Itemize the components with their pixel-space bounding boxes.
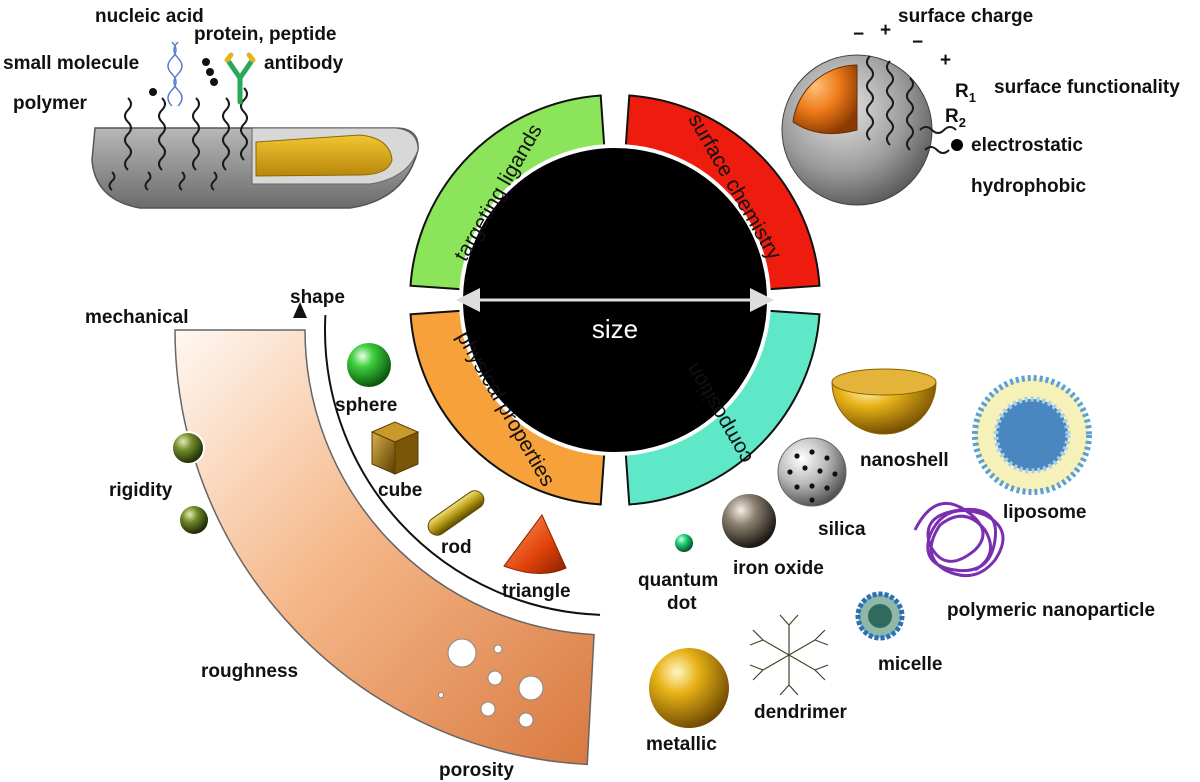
micelle-shape <box>855 591 905 641</box>
electrostatic-dot <box>951 139 963 151</box>
roughness-label: roughness <box>201 661 298 682</box>
small-molecule-label: small molecule <box>3 53 139 74</box>
size-label: size <box>592 314 638 344</box>
ligand-panel: nucleic acid protein, peptide small mole… <box>3 6 419 209</box>
nucleic-acid-strand <box>167 41 183 107</box>
sphere-shape <box>347 343 391 387</box>
porosity-label: porosity <box>439 760 514 781</box>
silica-shape <box>777 437 847 507</box>
surface-functionality-label: surface functionality <box>994 77 1180 98</box>
nucleic-acid-label: nucleic acid <box>95 6 204 27</box>
micelle-label: micelle <box>878 654 942 675</box>
triangle-label: triangle <box>502 581 571 602</box>
center-wheel: size targeting ligands surface chemistry… <box>409 94 821 506</box>
silica-label: silica <box>818 519 866 540</box>
surface-panel: surface charge − + − + R1 R2 surface fun… <box>781 6 1180 206</box>
protein-peptide-label: protein, peptide <box>194 24 337 45</box>
iron-oxide-shape <box>722 494 776 548</box>
liposome-shape <box>972 375 1092 495</box>
r2-label: R2 <box>945 106 966 130</box>
cube-shape <box>370 421 420 475</box>
polymeric-nanoparticle-shape <box>913 501 1005 578</box>
rod-shape <box>427 490 485 536</box>
slab-core <box>255 134 393 177</box>
small-molecule-dot <box>149 88 157 96</box>
polymer-brush <box>124 87 248 171</box>
peptide-dot-3 <box>210 78 218 86</box>
rod-label: rod <box>441 537 472 558</box>
shape-arc-line <box>324 315 601 616</box>
hydrophobic-label: hydrophobic <box>971 176 1086 197</box>
quantum-dot-shape <box>675 534 693 552</box>
polymeric-nanoparticle-label: polymeric nanoparticle <box>947 600 1155 621</box>
nanoshell-rim <box>831 368 937 396</box>
cube-label: cube <box>378 480 422 501</box>
triangle-shape <box>503 514 567 575</box>
shape-label: shape <box>290 287 345 308</box>
rigidity-sphere-2 <box>180 506 208 534</box>
metallic-shape <box>649 648 729 728</box>
surface-charge-label: surface charge <box>898 6 1033 27</box>
liposome-label: liposome <box>1003 502 1086 523</box>
porosity-pores <box>438 638 544 728</box>
orange-core <box>792 64 858 135</box>
nanoshell-label: nanoshell <box>860 450 949 471</box>
electrostatic-label: electrostatic <box>971 135 1083 156</box>
mechanical-arc-band <box>174 329 595 766</box>
sphere-label: sphere <box>335 395 397 416</box>
peptide-dot-1 <box>202 58 210 66</box>
dendrimer-shape <box>749 614 829 696</box>
minus-sign-1: − <box>853 24 864 45</box>
minus-sign-2: − <box>912 32 923 53</box>
rigidity-label: rigidity <box>109 480 173 501</box>
mechanical-label: mechanical <box>85 307 189 328</box>
metallic-label: metallic <box>646 734 717 755</box>
physical-panel: shape mechanical rigidity roughness poro… <box>85 287 601 781</box>
quantum-dot-label-2: dot <box>667 593 697 614</box>
plus-sign-2: + <box>940 50 951 71</box>
antibody-label: antibody <box>264 53 344 74</box>
composition-panel: nanoshell liposome silica iron oxide qua… <box>638 368 1155 755</box>
polymer-label: polymer <box>13 93 88 114</box>
antibody-icon <box>224 52 256 105</box>
plus-sign-1: + <box>880 20 891 41</box>
r1-label: R1 <box>955 81 976 105</box>
rigidity-sphere-1 <box>171 431 205 465</box>
shape-arrow-head <box>293 302 307 318</box>
peptide-dot-2 <box>206 68 214 76</box>
dendrimer-label: dendrimer <box>754 702 848 723</box>
surface-coils <box>866 55 957 154</box>
iron-oxide-label: iron oxide <box>733 558 824 579</box>
polymer-brush-lower <box>108 171 218 191</box>
quantum-dot-label-1: quantum <box>638 570 718 591</box>
